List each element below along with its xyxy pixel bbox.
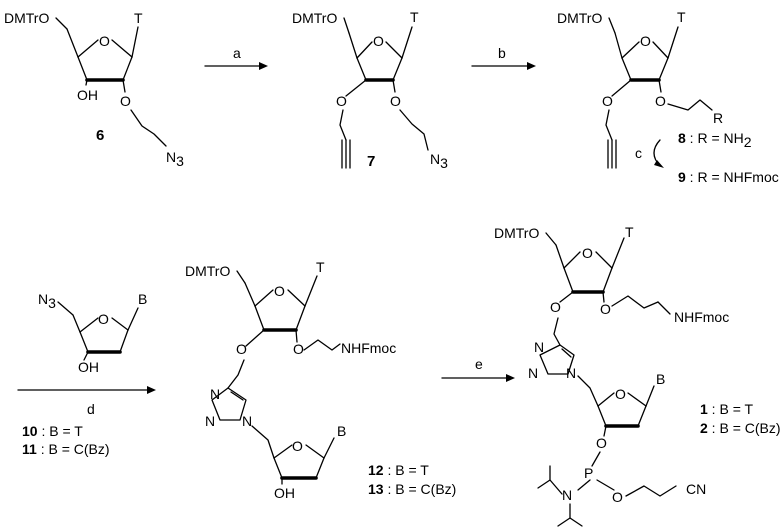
propargyl-oxygen: O [550, 299, 561, 315]
thymine-t-label: T [134, 10, 143, 26]
triazole-n3: N [242, 413, 252, 429]
r-group-label: R [713, 110, 723, 126]
nhfmoc-label: NHFmoc [341, 340, 396, 356]
propargyl-oxygen: O [336, 93, 347, 109]
compound-12-13-structure: DMTrO O T O O NHFmoc N N N O B OH 12 : B… [185, 259, 456, 501]
dmtro-label: DMTrO [292, 10, 337, 26]
compound-number-6: 6 [96, 127, 104, 144]
compound-8-9-structure: DMTrO O T O O R 8 : R = NH2 c 9 : R = NH… [557, 9, 779, 185]
compound-number-7: 7 [367, 153, 375, 170]
thymine-t-label: T [410, 9, 419, 25]
compound-9-label: 9 : R = NHFmoc [678, 169, 779, 185]
compound-8-label: 8 : R = NH2 [678, 130, 752, 150]
triazole-n1: N [210, 386, 220, 402]
compound-13-label: 13 : B = C(Bz) [368, 481, 456, 497]
base-b-label: B [337, 423, 346, 439]
phosphorus-label: P [584, 465, 593, 481]
compound-12-label: 12 : B = T [368, 462, 429, 478]
dmtro-label: DMTrO [185, 263, 230, 279]
ring-oxygen: O [640, 33, 651, 49]
compound-11-label: 11 : B = C(Bz) [22, 441, 110, 457]
amine-nitrogen: N [562, 487, 572, 503]
compound-1-label: 1 : B = T [700, 401, 754, 417]
ring-oxygen-2: O [615, 386, 626, 402]
ether-oxygen: O [293, 341, 304, 357]
nitrile-label: CN [686, 481, 706, 497]
ring-oxygen: O [274, 283, 285, 299]
hydroxyl-label: OH [274, 485, 295, 501]
reagent-label-d: d [87, 401, 95, 417]
arrow-b: b [471, 45, 536, 70]
nhfmoc-label: NHFmoc [674, 309, 729, 325]
compound-1-2-structure: DMTrO O T O O NHFmoc N N N O B O [494, 224, 781, 527]
azide-label: N3 [38, 291, 56, 311]
hydroxyl-label: OH [78, 359, 99, 375]
thymine-t-label: T [625, 224, 634, 240]
compound-6-structure: DMTrO O T OH O N3 6 [4, 10, 184, 169]
arrow-e: e [441, 356, 515, 382]
phosphite-oxygen: O [596, 435, 607, 451]
arrow-d: d [17, 386, 156, 417]
triazole-n3: N [566, 365, 576, 381]
compound-2-label: 2 : B = C(Bz) [700, 420, 781, 436]
compound-10-11-structure: N3 O B OH 10 : B = T 11 : B = C(Bz) [22, 291, 147, 457]
compound-7-structure: DMTrO O T O O N3 7 [292, 9, 448, 171]
ring-oxygen: O [98, 311, 109, 327]
cyanoethyl-oxygen: O [612, 489, 623, 505]
base-b-label: B [656, 371, 665, 387]
triazole-n2: N [528, 365, 538, 381]
azide-label: N3 [166, 149, 184, 169]
ring-oxygen: O [99, 33, 110, 49]
hydroxyl-label: OH [77, 87, 98, 103]
thymine-t-label: T [677, 9, 686, 25]
ring-oxygen: O [373, 33, 384, 49]
ether-oxygen: O [120, 93, 131, 109]
ring-oxygen: O [582, 245, 593, 261]
azide-label: N3 [430, 151, 448, 171]
ring-oxygen-2: O [292, 438, 303, 454]
dmtro-label: DMTrO [494, 225, 539, 241]
arrow-a: a [204, 45, 268, 70]
compound-10-label: 10 : B = T [22, 423, 83, 439]
ether-oxygen: O [390, 93, 401, 109]
ether-oxygen: O [600, 301, 611, 317]
reagent-label-e: e [475, 356, 483, 372]
reagent-label-c: c [635, 145, 642, 161]
triazole-n2: N [205, 413, 215, 429]
base-b-label: B [138, 291, 147, 307]
reagent-label-a: a [233, 45, 241, 61]
propargyl-oxygen: O [602, 93, 613, 109]
reagent-label-b: b [498, 45, 506, 61]
dmtro-label: DMTrO [4, 10, 49, 26]
propargyl-oxygen: O [236, 341, 247, 357]
triazole-n1: N [534, 339, 544, 355]
dmtro-label: DMTrO [557, 10, 602, 26]
thymine-t-label: T [316, 259, 325, 275]
ether-oxygen: O [655, 93, 666, 109]
